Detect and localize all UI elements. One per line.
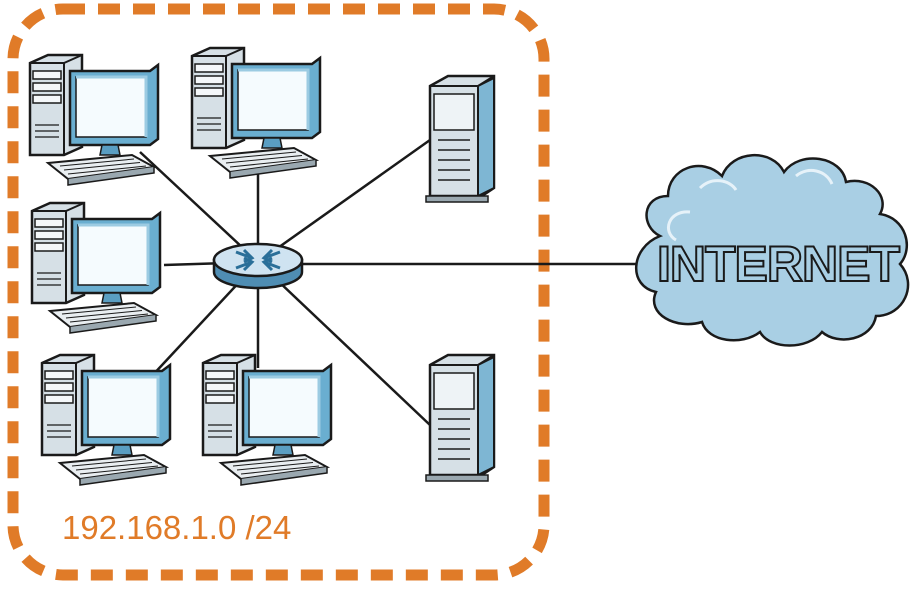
link-router-pc-1 bbox=[139, 151, 259, 263]
link-router-server-1 bbox=[257, 138, 431, 264]
lan-boundary bbox=[7, 3, 550, 581]
server-tower-icon bbox=[424, 353, 496, 483]
subnet-label: 192.168.1.0 /24 bbox=[62, 509, 291, 546]
router-icon bbox=[212, 242, 304, 290]
desktop-computer-icon bbox=[40, 353, 172, 487]
cloud-icon: INTERNET bbox=[635, 154, 910, 347]
desktop-computer-icon bbox=[30, 201, 162, 335]
internet-label: INTERNET bbox=[657, 236, 899, 292]
server-tower-icon bbox=[424, 74, 496, 204]
desktop-computer-icon bbox=[201, 353, 333, 487]
desktop-computer-icon bbox=[190, 46, 322, 180]
desktop-computer-icon bbox=[28, 53, 160, 187]
link-router-server-2 bbox=[257, 261, 431, 426]
